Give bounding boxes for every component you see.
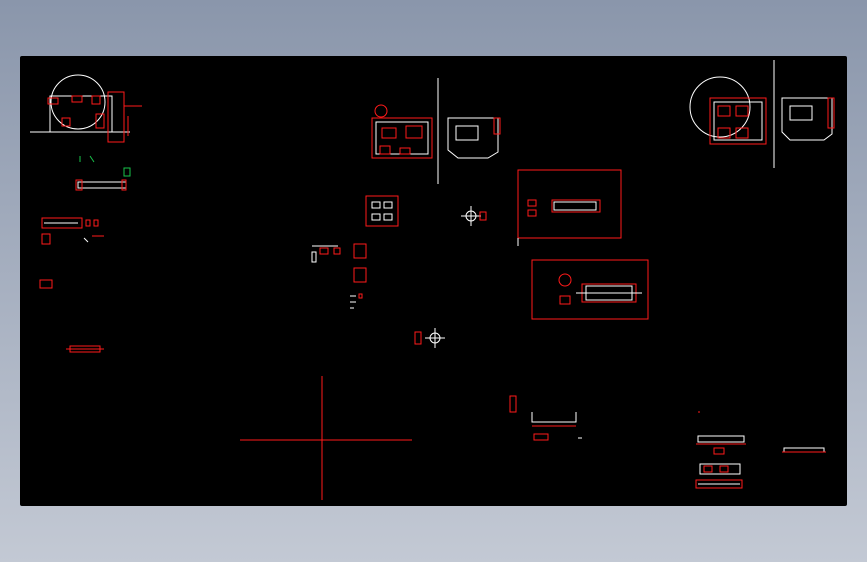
canvas-background [20,56,847,506]
center-part-tag-2 [333,247,341,255]
part-left-tag-1 [85,219,91,227]
green-mark-3 [123,167,131,177]
center-view-dim-4 [399,147,411,155]
br-part-tag-2 [719,465,729,473]
part-left-tag-2 [93,219,99,227]
detail-box-1-tag-2 [527,209,537,217]
part-left-small-box [39,279,53,289]
detail-dim-3 [91,95,101,105]
center-small-part-2 [383,201,393,209]
right-detail-dim-2 [735,105,749,117]
bottom-center-parts[interactable] [509,395,582,441]
center-part-box-2 [353,267,367,283]
detail-box-1-part [553,201,597,211]
crosshair-2-tag [414,331,422,345]
right-detail-dim-3 [717,127,731,139]
crosshair-1-tag [479,211,487,221]
right-detail-dim-1 [717,105,731,117]
br-part-base [695,479,743,489]
center-small-parts[interactable] [311,243,367,309]
detail-circle [50,74,106,130]
detail-dim-1 [47,97,59,105]
center-side-dim [493,117,501,135]
detail-box-2-balloon [558,273,572,287]
top-right-detail-view[interactable] [689,60,835,168]
right-detail-circle [689,76,751,138]
center-side-window [455,125,479,141]
detail-box-1-outline [551,199,601,213]
detail-box-2-tag [559,295,571,305]
detail-box-1[interactable] [517,169,622,246]
center-balloon [374,104,388,118]
center-small-part-1 [371,201,381,209]
center-small-part-4 [383,213,393,221]
br-part-tag-1 [703,465,713,473]
detail-dim-5 [95,113,105,129]
cad-drawing-svg[interactable] [20,56,847,506]
detail-dim-2 [71,95,83,103]
part-left-box [41,233,51,245]
origin-crosshair [240,376,412,500]
bottom-part-label [533,433,549,441]
center-view-dim-3 [379,145,391,155]
center-view-dim-1 [381,127,397,139]
left-small-parts[interactable] [39,217,104,353]
br-part-label [713,447,725,455]
detail-box-1-frame [517,169,622,239]
detail-dim-4 [61,117,71,127]
right-side-window [789,105,813,121]
right-side-dim [827,97,835,129]
detail-bar-end-right [121,179,127,191]
detail-box-2[interactable] [531,259,649,320]
br-part-block [699,463,741,475]
center-view-frame [371,117,433,159]
crosshair-symbols[interactable] [414,206,487,348]
center-part-box-1 [353,243,367,259]
right-detail-part [713,101,763,141]
center-part-tick [358,293,363,299]
center-view-dim-2 [405,125,423,139]
part-left-mark [83,237,89,243]
green-mark-2 [89,155,95,163]
bottom-part-bracket [531,412,577,423]
cad-drawing-canvas[interactable] [20,56,847,506]
center-part-post [311,251,317,263]
center-small-view [365,195,399,227]
bottom-right-parts[interactable] [695,411,826,489]
right-detail-frame [709,97,767,145]
bottom-part-vertical [509,395,517,413]
br-part-bar [697,435,745,443]
part-left-bar [41,217,83,229]
detail-box-2-frame [531,259,649,320]
top-left-detail-view[interactable] [30,74,142,191]
center-part-tag-1 [319,247,329,255]
right-detail-dim-4 [735,127,749,139]
detail-box-1-tag-1 [527,199,537,207]
detail-dim-vertical [107,91,125,143]
center-small-part-3 [371,213,381,221]
center-top-views[interactable] [365,78,501,227]
detail-bar-end-left [75,179,83,191]
